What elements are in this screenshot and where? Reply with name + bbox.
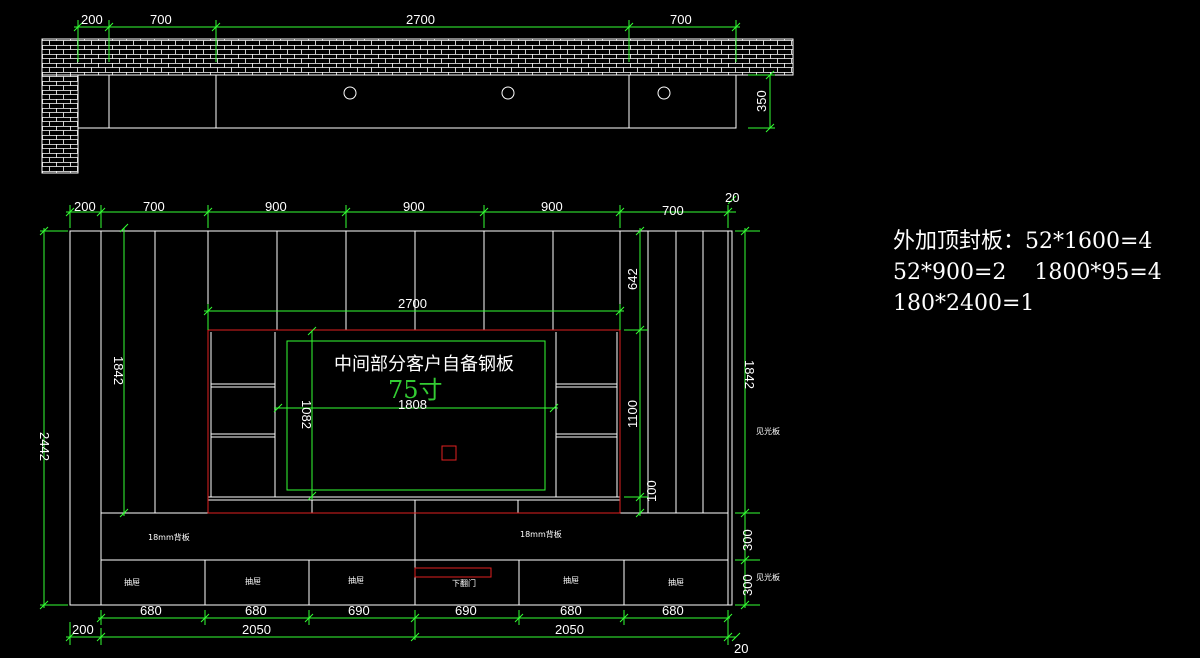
hole-icon	[657, 86, 671, 100]
hole-icon	[501, 86, 515, 100]
hole-icon	[343, 86, 357, 100]
elev-dim-1842-right: 1842	[742, 360, 757, 389]
bottom-dim: 680	[140, 603, 162, 618]
elev-dim-1082: 1082	[299, 400, 314, 429]
drawer-label: 抽屉	[348, 575, 364, 585]
backboard-right-label: 18mm背板	[520, 529, 562, 539]
wall-brick-top	[41, 38, 794, 76]
bottom-dim-2050-right: 2050	[555, 622, 584, 637]
plan-dim-200: 200	[81, 12, 103, 27]
bottom-dim: 680	[245, 603, 267, 618]
drawer-label: 抽屉	[563, 575, 579, 585]
elev-dim-700-right: 700	[662, 203, 684, 218]
note-line-3: 180*2400=1	[893, 291, 1034, 316]
elev-dim-900-b: 900	[403, 199, 425, 214]
elev-dim-2700: 2700	[398, 296, 427, 311]
elev-dim-1808: 1808	[398, 397, 427, 412]
cabinet-outline	[69, 230, 733, 606]
side-visible-panel-label: 见光板	[756, 572, 780, 582]
cabinet-plan	[77, 74, 737, 129]
tv-wall-frame	[207, 329, 621, 514]
bottom-dim-20: 20	[734, 641, 748, 656]
bottom-dim: 690	[348, 603, 370, 618]
elev-dim-900-c: 900	[541, 199, 563, 214]
elev-dim-642: 642	[625, 268, 640, 290]
plan-view: 200 700 2700 700 350	[41, 12, 794, 174]
elev-dim-300-b: 300	[740, 574, 755, 596]
bottom-dim: 680	[560, 603, 582, 618]
elev-dim-20-top: 20	[725, 190, 739, 205]
elevation-view: 200 700 900 900 900 700 20 2700 2442 184…	[37, 190, 780, 656]
note-line-1: 外加顶封板：52*1600=4	[893, 229, 1152, 254]
bottom-dim: 680	[662, 603, 684, 618]
elev-dim-300-a: 300	[740, 529, 755, 551]
plan-dim-350: 350	[754, 90, 769, 112]
flip-door-label: 下翻门	[452, 578, 476, 588]
tv-size: 75寸	[388, 376, 443, 404]
elev-dim-2442: 2442	[37, 432, 52, 461]
elev-dim-200: 200	[74, 199, 96, 214]
drawer-label: 抽屉	[245, 576, 261, 586]
elev-dim-900-a: 900	[265, 199, 287, 214]
elev-dim-700-left: 700	[143, 199, 165, 214]
elev-dim-1842-left: 1842	[111, 356, 126, 385]
tv-screen-outline	[286, 340, 546, 491]
plan-dim-700-left: 700	[150, 12, 172, 27]
backboard-left-label: 18mm背板	[148, 532, 190, 542]
bottom-dim: 690	[455, 603, 477, 618]
bottom-dim-200: 200	[72, 622, 94, 637]
tv-note: 中间部分客户自备钢板	[334, 354, 514, 375]
flip-door-handle	[414, 567, 492, 578]
socket-marker	[441, 445, 457, 461]
note-block: 外加顶封板：52*1600=4 52*900=2 1800*95=4 180*2…	[893, 229, 1162, 316]
plan-dim-700-right: 700	[670, 12, 692, 27]
elev-dim-1100: 1100	[625, 400, 640, 428]
note-line-2: 52*900=2 1800*95=4	[893, 260, 1162, 285]
drawer-label: 抽屉	[668, 577, 684, 587]
plan-dim-2700: 2700	[406, 12, 435, 27]
bottom-dim-2050-left: 2050	[242, 622, 271, 637]
elev-dim-100: 100	[644, 480, 659, 502]
side-visible-panel-label: 见光板	[756, 426, 780, 436]
drawer-label: 抽屉	[124, 577, 140, 587]
wall-brick-left	[41, 74, 79, 174]
